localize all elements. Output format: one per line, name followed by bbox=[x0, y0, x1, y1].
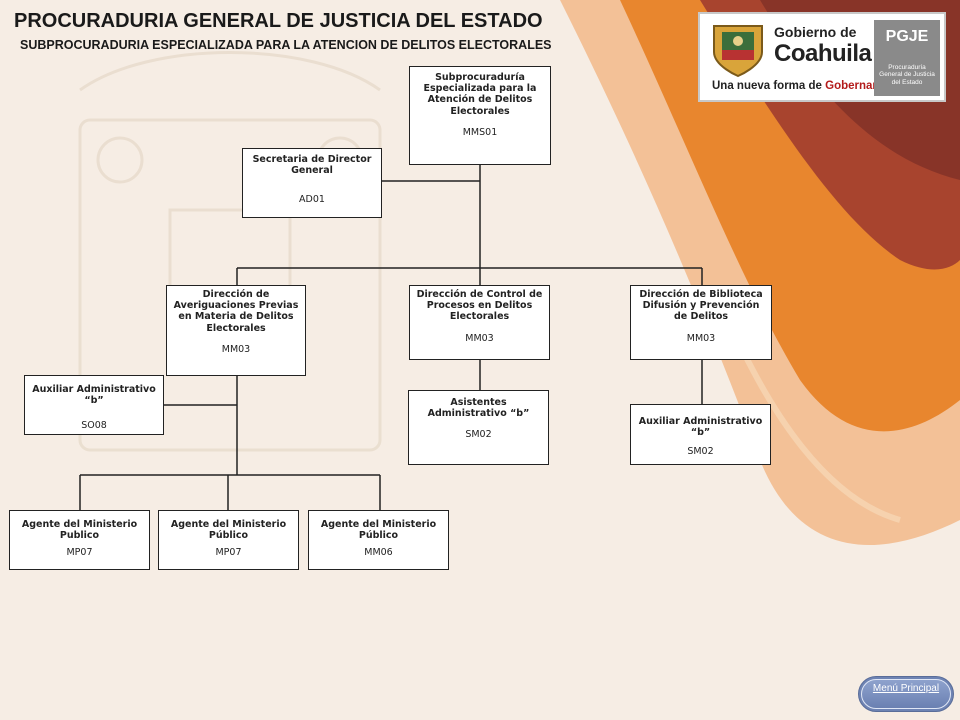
box-agente-1-code: MP07 bbox=[66, 547, 93, 559]
box-agente-3: Agente del Ministerio Público MM06 bbox=[308, 510, 449, 570]
box-aux-admin-so08: Auxiliar Administrativo “b” SO08 bbox=[24, 375, 164, 435]
box-aux-admin-so08-title: Auxiliar Administrativo “b” bbox=[32, 384, 156, 407]
box-agente-2-code: MP07 bbox=[215, 547, 242, 559]
box-agente-3-title: Agente del Ministerio Público bbox=[320, 519, 437, 542]
box-dir-biblioteca-code: MM03 bbox=[686, 332, 716, 344]
page-subtitle: SUBPROCURADURIA ESPECIALIZADA PARA LA AT… bbox=[20, 38, 552, 52]
menu-principal-button[interactable]: Menú Principal bbox=[858, 676, 954, 712]
gobierno-coahuila-logo: Gobierno de Coahuila Una nueva forma de … bbox=[698, 12, 946, 102]
box-agente-1: Agente del Ministerio Publico MP07 bbox=[9, 510, 150, 570]
box-dir-averiguaciones: Dirección de Averiguaciones Previas en M… bbox=[166, 285, 306, 376]
pgje-badge-text: PGJE bbox=[885, 28, 929, 45]
box-asistentes-admin-title: Asistentes Administrativo “b” bbox=[427, 397, 530, 420]
box-dir-biblioteca-title: Dirección de Biblioteca Difusión y Preve… bbox=[639, 289, 763, 323]
logo-slogan: Una nueva forma de Gobernar bbox=[712, 80, 877, 92]
box-dir-control-code: MM03 bbox=[465, 332, 494, 344]
page-title: PROCURADURIA GENERAL DE JUSTICIA DEL EST… bbox=[14, 10, 543, 32]
logo-slogan-a: Una nueva forma de bbox=[712, 80, 826, 92]
box-aux-admin-sm02-code: SM02 bbox=[687, 446, 714, 458]
box-dir-averiguaciones-title: Dirección de Averiguaciones Previas en M… bbox=[173, 289, 299, 334]
box-dir-control: Dirección de Control de Procesos en Deli… bbox=[409, 285, 550, 360]
box-dir-control-title: Dirección de Control de Procesos en Deli… bbox=[416, 289, 543, 323]
box-subprocuraduria-code: MMS01 bbox=[462, 126, 498, 138]
menu-principal-label: Menú Principal bbox=[861, 679, 951, 709]
box-agente-2: Agente del Ministerio Público MP07 bbox=[158, 510, 299, 570]
box-aux-admin-sm02: Auxiliar Administrativo “b” SM02 bbox=[630, 404, 771, 465]
box-agente-1-title: Agente del Ministerio Publico bbox=[21, 519, 138, 542]
box-subprocuraduria-title: Subprocuraduría Especializada para la At… bbox=[423, 72, 537, 117]
box-subprocuraduria: Subprocuraduría Especializada para la At… bbox=[409, 66, 551, 165]
box-asistentes-admin-code: SM02 bbox=[465, 429, 492, 441]
box-aux-admin-sm02-title: Auxiliar Administrativo “b” bbox=[638, 416, 763, 439]
box-agente-2-title: Agente del Ministerio Público bbox=[170, 519, 287, 542]
box-aux-admin-so08-code: SO08 bbox=[81, 420, 107, 432]
pgje-badge: PGJE Procuraduría General de Justicia de… bbox=[874, 20, 940, 96]
box-secretaria: Secretaria de Director General AD01 bbox=[242, 148, 382, 218]
box-agente-3-code: MM06 bbox=[364, 547, 393, 559]
box-asistentes-admin: Asistentes Administrativo “b” SM02 bbox=[408, 390, 549, 465]
box-dir-averiguaciones-code: MM03 bbox=[221, 343, 251, 355]
logo-line1: Gobierno de bbox=[774, 24, 857, 40]
logo-line2: Coahuila bbox=[774, 40, 872, 67]
box-secretaria-code: AD01 bbox=[299, 194, 325, 206]
coat-of-arms-icon bbox=[713, 25, 763, 78]
box-secretaria-title: Secretaria de Director General bbox=[252, 154, 372, 177]
box-dir-biblioteca: Dirección de Biblioteca Difusión y Preve… bbox=[630, 285, 772, 360]
pgje-badge-subtext: Procuraduría General de Justicia del Est… bbox=[879, 64, 935, 86]
logo-slogan-b: Gobernar bbox=[825, 80, 877, 92]
